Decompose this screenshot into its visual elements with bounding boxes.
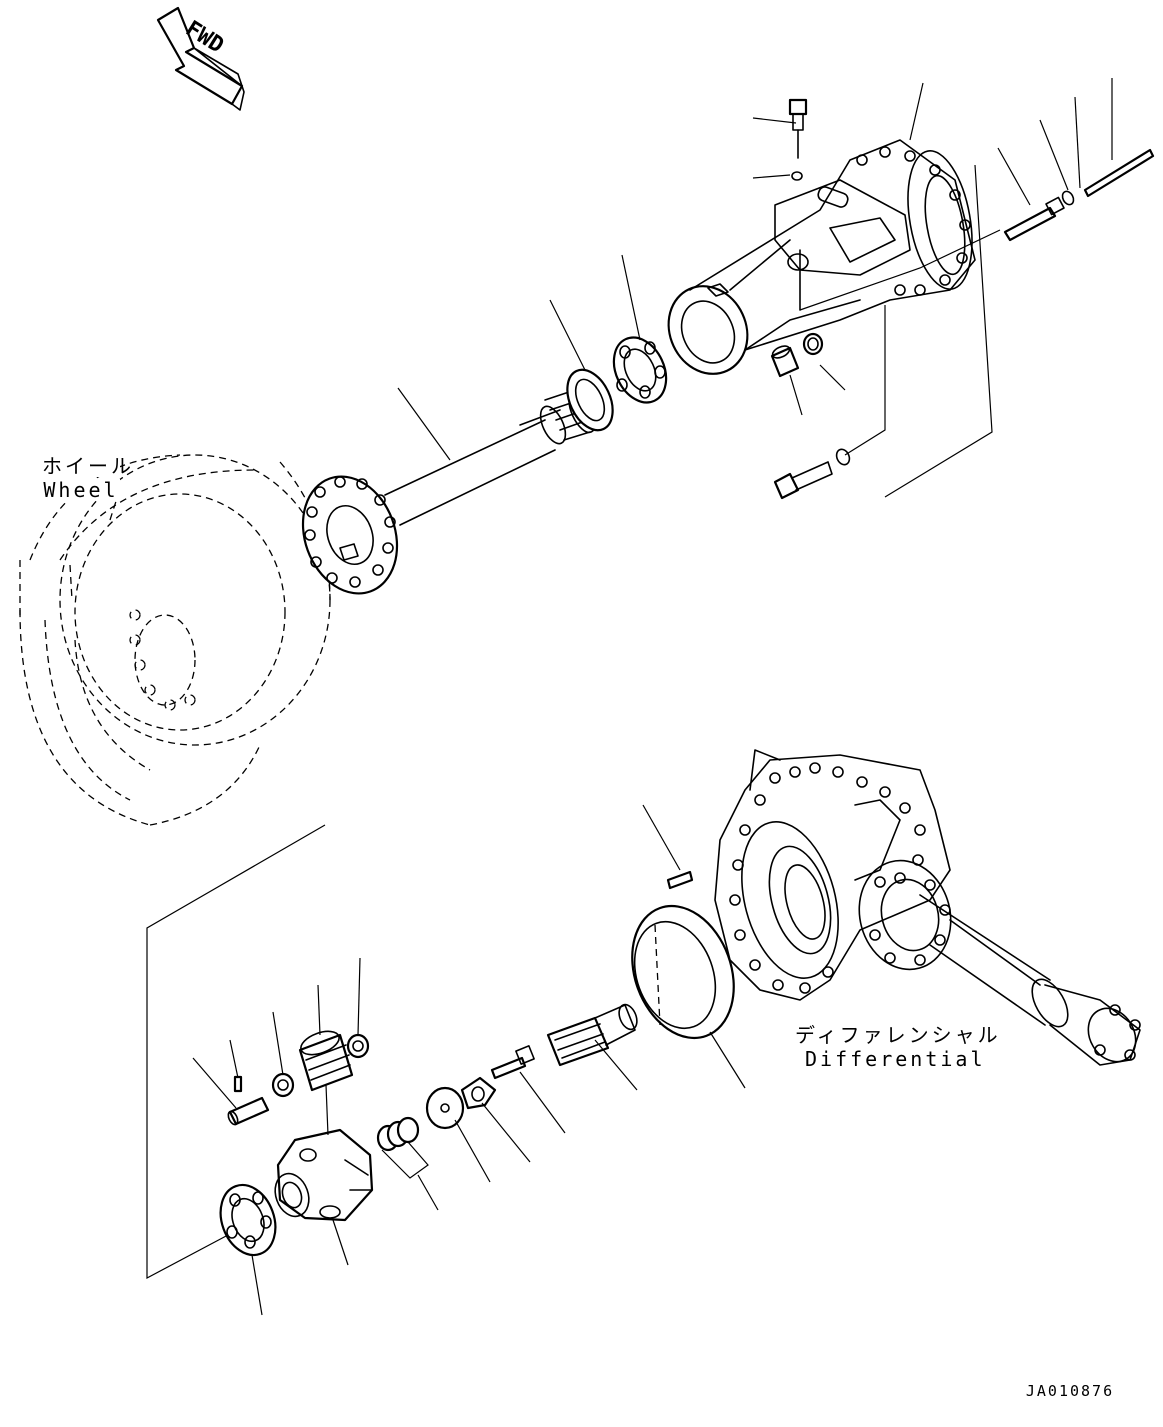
stud-bolt [1003, 196, 1065, 242]
spring-pin [233, 1075, 243, 1093]
axle-shaft [301, 389, 596, 595]
wheel-label-en: Wheel [42, 478, 120, 502]
sun-gear-shaft [546, 1003, 638, 1067]
differential-label-en: Differential [805, 1047, 986, 1071]
planet-carrier [274, 1128, 374, 1222]
hex-bolt [773, 461, 833, 500]
wheel-label-jp: ホイール [42, 454, 134, 478]
retaining-bolt [490, 1045, 535, 1080]
differential-label-jp: ディファレンシャル [795, 1023, 1001, 1047]
lock-plate [460, 1076, 497, 1110]
fwd-arrow-icon: FWD [156, 6, 245, 111]
planet-nut-top [346, 1033, 370, 1059]
thrust-plate [425, 1086, 465, 1130]
thrust-washer [566, 368, 614, 432]
differential-assembly [714, 749, 1141, 1066]
axle-housing [667, 139, 976, 375]
washer-small [1061, 190, 1075, 206]
planet-nut-small [271, 1072, 295, 1098]
ring-gear [631, 904, 735, 1040]
wheel-bearing [612, 336, 668, 404]
plug-upper [802, 332, 824, 356]
drawing-code: JA010876 [1015, 1380, 1125, 1402]
washer-bolt [835, 448, 851, 466]
wheel-outline [19, 454, 331, 826]
planet-shaft-pin [227, 1096, 270, 1126]
leader-lines-lower [146, 804, 746, 1316]
long-stud [1083, 148, 1155, 198]
spacer-sleeve [770, 345, 800, 378]
dowel-pin [666, 870, 694, 890]
leader-lines-upper [397, 78, 1113, 498]
carrier-bearing [219, 1183, 277, 1257]
breather-plug [788, 98, 808, 159]
o-ring-small [791, 171, 803, 181]
shim-set [376, 1116, 429, 1179]
planet-gear [298, 1030, 354, 1092]
